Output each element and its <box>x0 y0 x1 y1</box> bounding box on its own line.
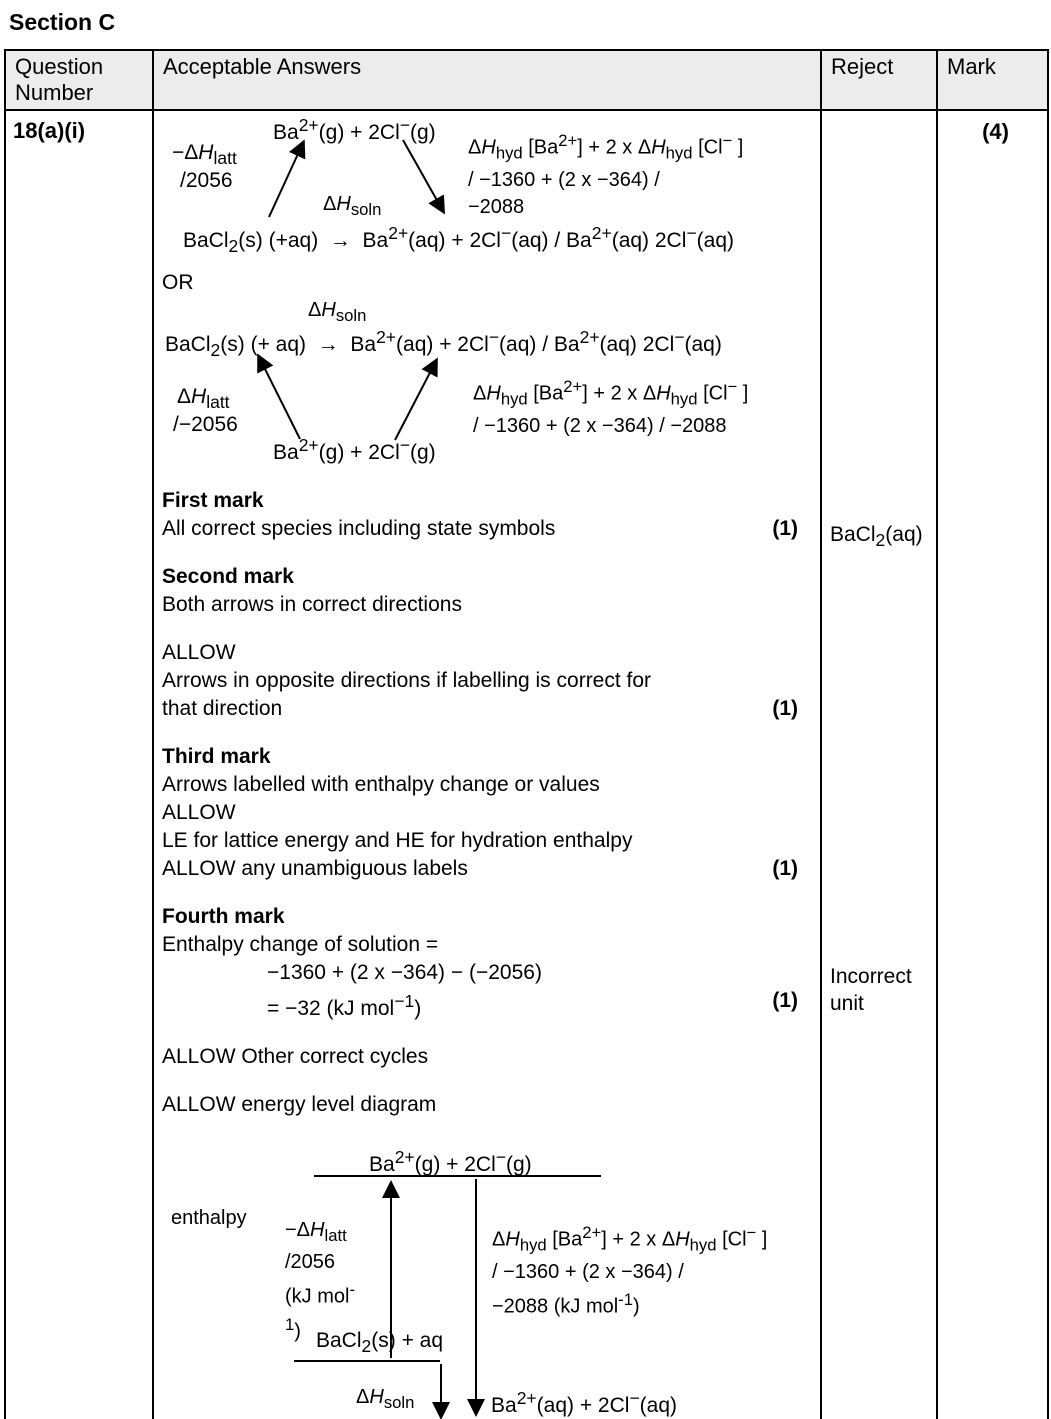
reject-item-bacl2aq: BaCl2(aq) <box>830 523 923 551</box>
fourth-mark-result: = −32 (kJ mol−1) <box>267 991 422 1020</box>
diagram-lattice-label: −ΔHlatt /2056 (kJ mol- 1) <box>285 1217 355 1345</box>
third-mark-allow: ALLOW <box>162 801 236 824</box>
diagram-lattice-line1: −ΔHlatt <box>285 1219 347 1245</box>
first-mark-section: First mark All correct species including… <box>162 487 820 543</box>
diagram-lattice-line4: 1) <box>285 1314 301 1343</box>
header-question-number: Question Number <box>4 49 154 111</box>
diagram-hydration-label: ΔHhyd [Ba2+] + 2 x ΔHhyd [Cl− ] / −1360 … <box>492 1219 767 1320</box>
acceptable-answers-cell: Ba2+(g) + 2Cl−(g) −ΔHlatt /2056 ΔHsoln Δ… <box>152 109 822 1419</box>
diagram-hydration-line2: / −1360 + (2 x −364) / <box>492 1260 684 1283</box>
cycle2-lattice-value: /−2056 <box>173 413 238 436</box>
fourth-mark-title: Fourth mark <box>162 905 285 928</box>
cycle2-arrows <box>257 353 438 441</box>
allow-text-line1: Arrows in opposite directions if labelli… <box>162 669 652 692</box>
lattice-enthalpy-arrow <box>268 139 306 218</box>
cycle2-bottom-species: Ba2+(g) + 2Cl−(g) <box>273 435 436 464</box>
cycle1-equation: BaCl2(s) (+aq) → Ba2+(aq) + 2Cl−(aq) / B… <box>183 223 734 257</box>
third-mark-point: (1) <box>772 857 798 880</box>
hydration-enthalpy-arrow <box>402 139 445 215</box>
cycle1-hydration-text: ΔHhyd [Ba2+] + 2 x ΔHhyd [Cl− ] / −1360 … <box>468 127 743 221</box>
diagram-middle-species: BaCl2(s) + aq <box>316 1329 444 1357</box>
cycle2-hydration-line1: ΔHhyd [Ba2+] + 2 x ΔHhyd [Cl− ] <box>473 377 749 409</box>
cycle1-lattice-label: −ΔHlatt <box>172 141 237 169</box>
mark-scheme-table: Question Number Acceptable Answers Rejec… <box>4 49 1049 1419</box>
cycle2-solution-label: ΔHsoln <box>308 299 367 325</box>
allow-label: ALLOW <box>162 641 236 664</box>
second-mark-text: Both arrows in correct directions <box>162 593 462 616</box>
cycle1-top-species: Ba2+(g) + 2Cl−(g) <box>273 115 436 144</box>
third-mark-text2: LE for lattice energy and HE for hydrati… <box>162 829 633 852</box>
first-mark-line: All correct species including state symb… <box>162 515 820 543</box>
cycle1-solution-label: ΔHsoln <box>323 193 382 219</box>
question-number-cell: 18(a)(i) <box>4 109 154 1419</box>
cycle2-hydration-line2: / −1360 + (2 x −364) / −2088 <box>473 414 727 437</box>
third-mark-line4: ALLOW any unambiguous labels (1) <box>162 855 820 883</box>
question-number: 18(a)(i) <box>13 118 86 143</box>
mark-cell: (4) <box>936 109 1049 1419</box>
diagram-lattice-line2: /2056 <box>285 1251 336 1273</box>
hess-cycle-2: ΔHsoln BaCl2(s) (+ aq) → Ba2+(aq) + 2Cl−… <box>160 299 820 471</box>
diagram-hydration-line3: −2088 (kJ mol-1) <box>492 1289 640 1318</box>
diagram-lattice-line3: (kJ mol- <box>285 1280 355 1308</box>
lattice-enthalpy-arrow <box>257 353 301 440</box>
cycle1-hydration-line2: / −1360 + (2 x −364) / <box>468 168 660 191</box>
header-acceptable-answers: Acceptable Answers <box>152 49 822 111</box>
cycle2-lattice-label: ΔHlatt <box>177 385 230 413</box>
diagram-bottom-species: Ba2+(aq) + 2Cl−(aq) <box>491 1388 678 1417</box>
hydration-enthalpy-arrow <box>394 357 438 441</box>
energy-level-diagram: Ba2+(g) + 2Cl−(g) enthalpy −ΔHlatt /2056… <box>154 1145 820 1419</box>
fourth-mark-section: Fourth mark Enthalpy change of solution … <box>162 903 820 1023</box>
third-mark-section: Third mark Arrows labelled with enthalpy… <box>162 743 820 883</box>
cycle1-hydration-line1: ΔHhyd [Ba2+] + 2 x ΔHhyd [Cl− ] <box>468 131 744 163</box>
enthalpy-axis-label: enthalpy <box>171 1207 247 1229</box>
answers-content: Ba2+(g) + 2Cl−(g) −ΔHlatt /2056 ΔHsoln Δ… <box>154 111 820 1419</box>
first-mark-text: All correct species including state symb… <box>162 517 556 540</box>
first-mark-title: First mark <box>162 489 264 512</box>
allow-text-line2: that direction (1) <box>162 695 820 723</box>
third-mark-text1: Arrows labelled with enthalpy change or … <box>162 773 600 796</box>
reject-item-incorrect-unit: Incorrect unit <box>830 965 912 1015</box>
second-mark-point: (1) <box>772 697 798 720</box>
section-heading: Section C <box>9 9 116 35</box>
header-mark: Mark <box>936 49 1049 111</box>
hess-cycle-1: Ba2+(g) + 2Cl−(g) −ΔHlatt /2056 ΔHsoln Δ… <box>160 115 820 265</box>
cycle1-arrows <box>268 139 445 218</box>
table-header-row: Question Number Acceptable Answers Rejec… <box>4 49 1049 111</box>
fourth-mark-result-line: = −32 (kJ mol−1) (1) <box>162 987 820 1023</box>
fourth-mark-point: (1) <box>772 989 798 1012</box>
fourth-mark-text1: Enthalpy change of solution = <box>162 933 439 956</box>
header-reject: Reject <box>820 49 938 111</box>
mark-value: (4) <box>982 119 1009 144</box>
cycle1-lattice-value: /2056 <box>180 169 233 192</box>
allow-arrows-section: ALLOW Arrows in opposite directions if l… <box>162 639 820 723</box>
answer-row: 18(a)(i) <box>4 109 1049 1419</box>
energy-diagram-graphics <box>294 1175 601 1419</box>
third-mark-title: Third mark <box>162 745 271 768</box>
reject-cell: BaCl2(aq) Incorrect unit <box>820 109 938 1419</box>
allow-text: that direction <box>162 697 283 720</box>
diagram-solution-label: ΔHsoln <box>356 1386 415 1412</box>
second-mark-title: Second mark <box>162 565 294 588</box>
cycle1-hydration-line3: −2088 <box>468 195 525 218</box>
diagram-hydration-line1: ΔHhyd [Ba2+] + 2 x ΔHhyd [Cl− ] <box>492 1223 768 1255</box>
fourth-mark-calculation: −1360 + (2 x −364) − (−2056) <box>267 961 542 984</box>
diagram-top-species: Ba2+(g) + 2Cl−(g) <box>369 1147 532 1176</box>
allow-energy-diagram: ALLOW energy level diagram <box>162 1093 437 1116</box>
second-mark-section: Second mark Both arrows in correct direc… <box>162 563 820 619</box>
allow-other-cycles: ALLOW Other correct cycles <box>162 1045 429 1068</box>
or-separator: OR <box>162 271 194 294</box>
cycle2-equation: BaCl2(s) (+ aq) → Ba2+(aq) + 2Cl−(aq) / … <box>165 327 722 361</box>
cycle2-hydration-text: ΔHhyd [Ba2+] + 2 x ΔHhyd [Cl− ] / −1360 … <box>473 373 748 440</box>
third-mark-text3: ALLOW any unambiguous labels <box>162 857 468 880</box>
first-mark-point: (1) <box>772 517 798 540</box>
